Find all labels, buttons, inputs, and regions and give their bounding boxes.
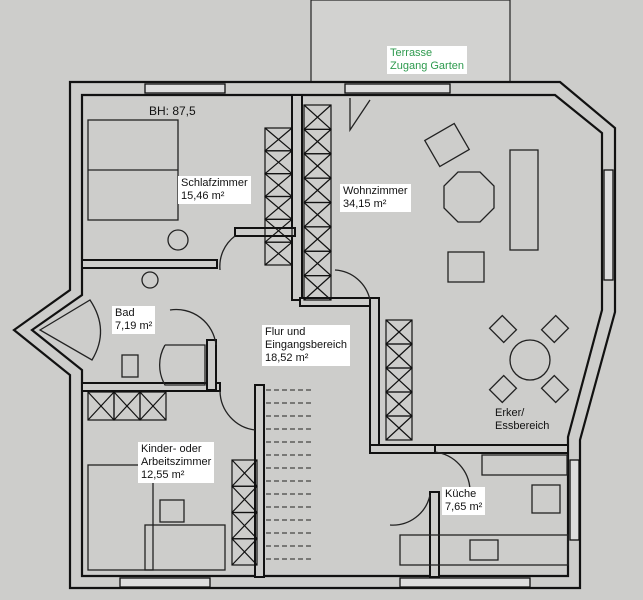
shower	[158, 344, 206, 386]
room-name: Küche	[445, 488, 477, 500]
wardrobe-unit	[87, 391, 115, 421]
wardrobe-unit	[303, 250, 332, 277]
wardrobe-unit	[231, 459, 258, 487]
room-label-kinderzimmer: Kinder- oder Arbeitszimmer 12,55 m²	[138, 442, 215, 483]
sofa	[509, 149, 539, 251]
room-name-line1: Kinder- oder	[141, 443, 202, 455]
wardrobe-unit	[264, 150, 293, 175]
wardrobe-unit	[303, 104, 332, 130]
room-name-line1: Erker/	[495, 407, 525, 419]
terrace-label: Terrasse Zugang Garten	[387, 46, 467, 74]
wardrobe-unit	[385, 415, 413, 441]
wardrobe-unit	[385, 367, 413, 393]
single-bed	[87, 464, 154, 571]
room-label-erker: Erker/ Essbereich	[492, 406, 552, 434]
wardrobe-unit	[231, 538, 258, 566]
wardrobe-unit	[303, 128, 332, 155]
room-area: 15,46 m²	[181, 190, 225, 202]
wardrobe-unit	[303, 202, 332, 228]
terrace-label-line2: Zugang Garten	[390, 60, 464, 72]
room-label-bad: Bad 7,19 m²	[112, 306, 156, 334]
wardrobe-unit	[139, 391, 167, 421]
room-name-line2: Eingangsbereich	[265, 339, 347, 351]
room-name: Bad	[115, 307, 135, 319]
dining-table	[509, 339, 551, 381]
room-name-line1: Flur und	[265, 326, 306, 338]
room-label-flur: Flur und Eingangsbereich 18,52 m²	[262, 325, 350, 366]
toilet	[121, 354, 139, 378]
desk-chair	[159, 499, 185, 523]
wardrobe-unit	[303, 275, 332, 301]
washbasin	[141, 271, 159, 289]
wardrobe-unit	[113, 391, 141, 421]
wardrobe-unit	[385, 415, 413, 441]
kitchen-counter-top	[481, 454, 568, 476]
room-name: Wohnzimmer	[343, 185, 408, 197]
wardrobe-unit	[264, 196, 293, 220]
coffee-table	[443, 171, 495, 223]
wardrobe-unit	[385, 319, 413, 345]
wardrobe-unit	[231, 512, 258, 540]
wardrobe-unit	[385, 391, 413, 417]
windows	[119, 83, 614, 588]
wardrobe-unit	[385, 343, 413, 369]
room-area: 18,52 m²	[265, 352, 309, 364]
doors	[169, 98, 471, 526]
armchair-2	[447, 251, 485, 283]
bathtub	[38, 299, 102, 361]
wardrobe-unit	[231, 538, 258, 566]
room-name-line2: Essbereich	[495, 420, 550, 432]
wardrobe-unit	[264, 241, 293, 266]
room-area: 12,55 m²	[141, 469, 185, 481]
desk	[144, 524, 226, 571]
wardrobe-unit	[231, 485, 258, 513]
wardrobes	[87, 104, 413, 566]
wardrobe-unit	[264, 218, 293, 243]
wardrobe-unit	[264, 241, 293, 266]
armchair-1	[423, 122, 471, 168]
kitchen-counter-bottom	[399, 534, 569, 566]
room-name: Schlafzimmer	[181, 177, 248, 189]
room-area: 7,19 m²	[115, 320, 153, 332]
room-area: 34,15 m²	[343, 198, 387, 210]
wardrobe-unit	[264, 173, 293, 197]
stove	[531, 484, 561, 514]
sink	[469, 539, 499, 561]
room-label-schlafzimmer: Schlafzimmer 15,46 m²	[178, 176, 251, 204]
furniture	[38, 119, 570, 571]
room-area: 7,65 m²	[445, 501, 483, 513]
bedroom-chair	[167, 229, 189, 251]
wardrobe-unit	[303, 275, 332, 301]
wardrobe-unit	[303, 177, 332, 203]
wardrobe-unit	[139, 391, 167, 421]
room-label-kueche: Küche 7,65 m²	[442, 487, 486, 515]
room-name-line2: Arbeitszimmer	[141, 456, 212, 468]
wardrobe-unit	[264, 127, 293, 152]
wardrobe-unit	[303, 153, 332, 179]
terrace-label-line1: Terrasse	[390, 47, 433, 59]
parapet-height-label: BH: 87,5	[149, 104, 196, 118]
wardrobe-unit	[303, 226, 332, 252]
room-label-wohnzimmer: Wohnzimmer 34,15 m²	[340, 184, 411, 212]
